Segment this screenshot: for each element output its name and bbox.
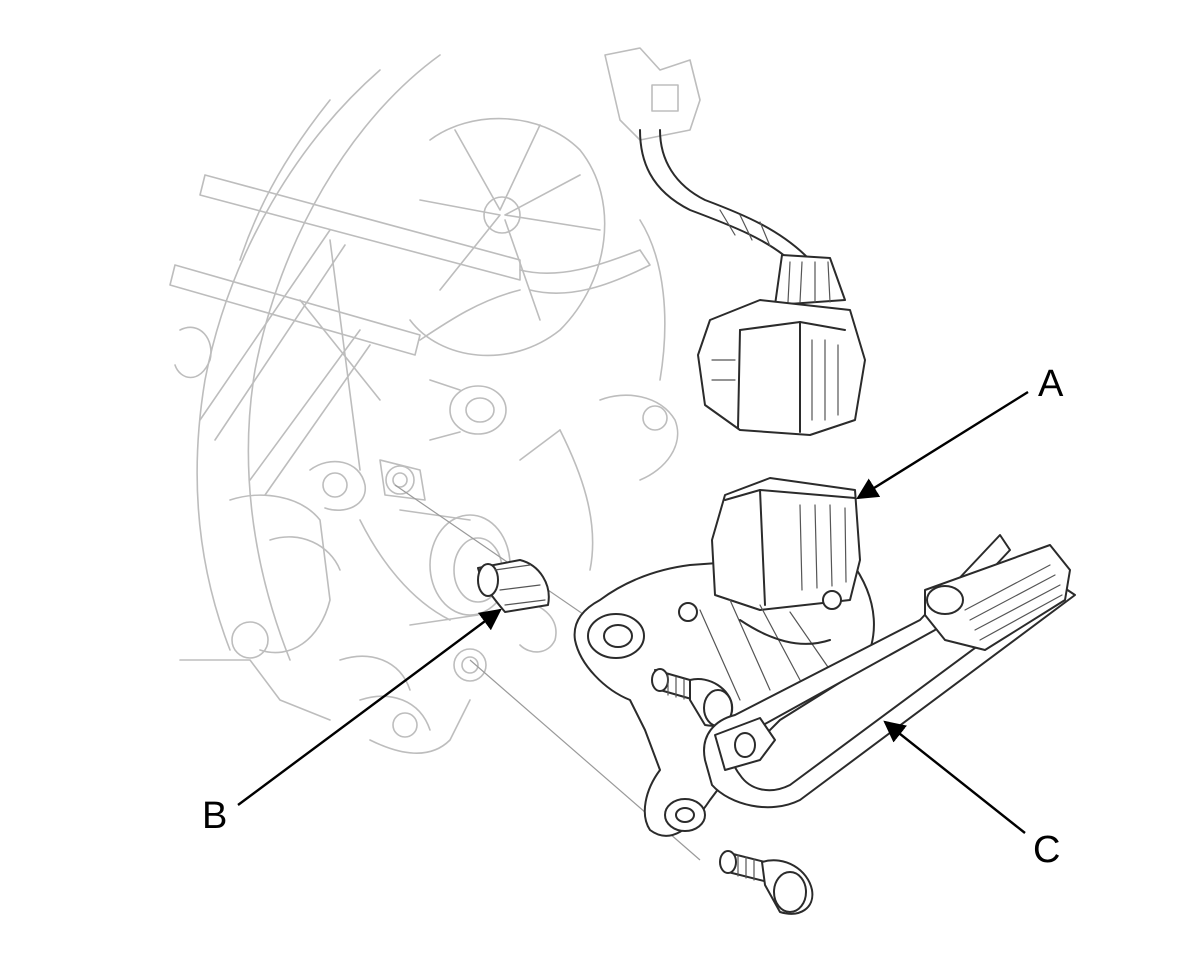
leader-line-c (883, 720, 1026, 834)
special-tool (703, 534, 1076, 809)
leader-line-b (237, 608, 502, 806)
wire-harness (639, 129, 846, 306)
callout-b: B (202, 795, 227, 837)
callout-a: A (1038, 363, 1064, 405)
mounting-bolt-lower (719, 850, 814, 915)
mounting-bolt-upper (651, 668, 734, 727)
leader-line-a (856, 390, 1029, 500)
harness-connector (697, 299, 866, 436)
callout-c: C (1033, 829, 1060, 871)
shift-shaft (477, 559, 550, 613)
transmission-housing (169, 47, 701, 861)
